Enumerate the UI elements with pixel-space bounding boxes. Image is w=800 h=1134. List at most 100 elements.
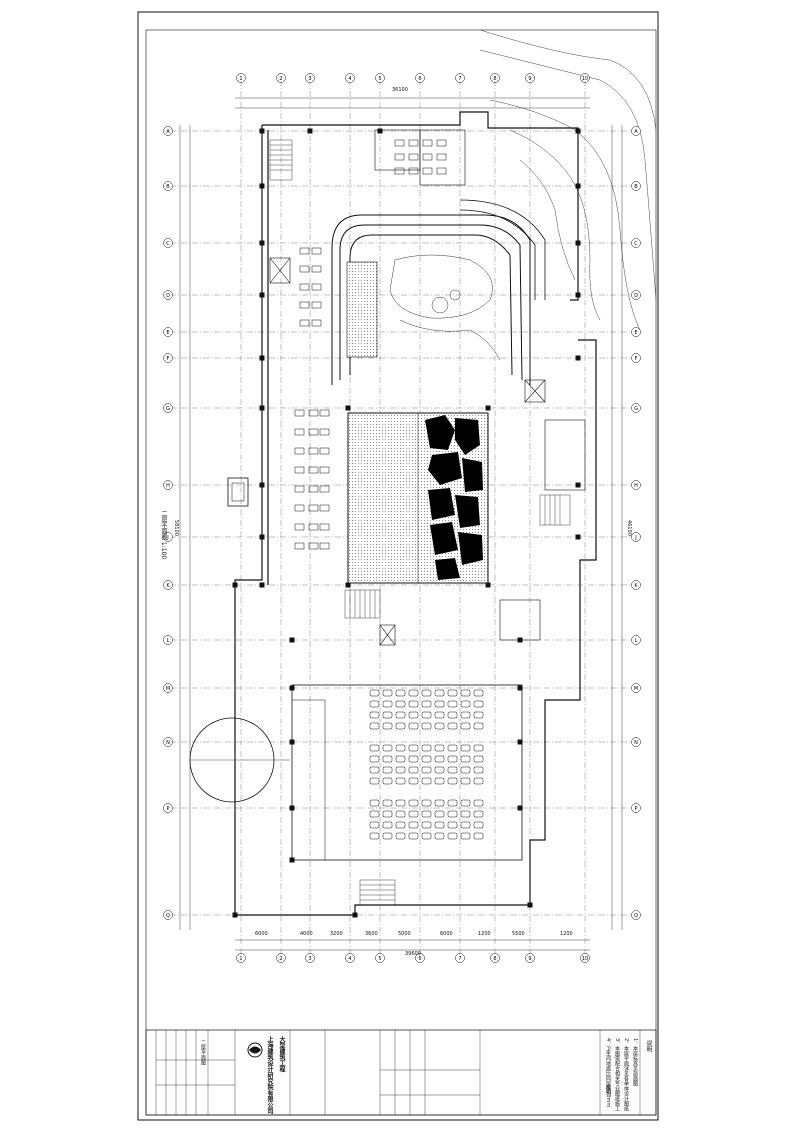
desk <box>319 485 330 493</box>
svg-text:G: G <box>166 406 170 412</box>
seat <box>408 799 419 807</box>
structural-columns <box>232 128 581 918</box>
axis-bubble-left-J: J <box>163 532 173 542</box>
seat <box>408 689 419 697</box>
svg-text:E: E <box>166 330 169 336</box>
column-post <box>289 685 295 691</box>
axis-bubble-left-G: G <box>163 403 173 413</box>
desk <box>436 139 447 147</box>
seat <box>382 755 393 763</box>
axis-bubble-top-5: 5 <box>375 73 385 83</box>
seat <box>434 821 445 829</box>
axis-bubble-bottom-3: 3 <box>305 953 315 963</box>
seat <box>382 777 393 785</box>
desk <box>422 153 433 161</box>
seat <box>369 689 380 697</box>
drawing-title-text: 二层平面图 <box>160 510 167 540</box>
desk <box>319 409 330 417</box>
dim-top-total: 36100 <box>392 87 408 93</box>
dim-left-total: 58100 <box>173 520 179 536</box>
seat <box>395 766 406 774</box>
column-post <box>345 582 351 588</box>
title-block-grid <box>155 1030 641 1115</box>
axis-bubble-bottom-2: 2 <box>276 953 286 963</box>
axis-bubble-right-N: N <box>631 737 641 747</box>
building-walls <box>234 111 597 916</box>
seat <box>460 722 471 730</box>
svg-text:A: A <box>634 129 638 135</box>
seat <box>382 766 393 774</box>
desk <box>311 301 322 309</box>
desk <box>319 466 330 474</box>
svg-text:L: L <box>167 638 170 644</box>
desk <box>422 139 433 147</box>
svg-text:7: 7 <box>458 76 461 82</box>
desk <box>319 428 330 436</box>
seat <box>382 810 393 818</box>
column-post <box>259 240 265 246</box>
column-post <box>527 902 533 908</box>
svg-text:2: 2 <box>279 76 282 82</box>
svg-text:F: F <box>167 356 170 362</box>
seat <box>408 821 419 829</box>
svg-text:1: 1 <box>239 956 242 962</box>
pool-area <box>346 261 378 358</box>
seat <box>473 700 484 708</box>
column-post <box>289 637 295 643</box>
svg-text:6: 6 <box>418 956 421 962</box>
column-post <box>259 355 265 361</box>
svg-text:Q: Q <box>634 913 638 919</box>
seat <box>473 689 484 697</box>
svg-text:8: 8 <box>493 76 496 82</box>
svg-text:9: 9 <box>528 956 531 962</box>
seat <box>434 689 445 697</box>
column-post <box>575 240 581 246</box>
sheet-border-outer <box>137 11 659 1121</box>
desk <box>308 428 319 436</box>
axis-bubble-bottom-10: 10 <box>580 953 590 963</box>
legend-label: 图例 <box>605 1085 611 1095</box>
desk <box>308 485 319 493</box>
desk <box>308 447 319 455</box>
column-post <box>575 183 581 189</box>
column-post <box>259 482 265 488</box>
svg-text:10: 10 <box>582 956 588 962</box>
seat <box>421 777 432 785</box>
axis-bubble-left-E: E <box>163 327 173 337</box>
column-post <box>289 805 295 811</box>
svg-text:N: N <box>634 740 638 746</box>
seat <box>395 821 406 829</box>
seat <box>382 722 393 730</box>
axis-bubble-left-H: H <box>163 480 173 490</box>
axis-bubble-left-F: F <box>163 353 173 363</box>
svg-text:K: K <box>166 583 170 589</box>
seat <box>473 744 484 752</box>
site-contours <box>479 29 657 331</box>
seat <box>369 711 380 719</box>
desk <box>308 523 319 531</box>
seat <box>395 777 406 785</box>
desk <box>299 319 310 327</box>
svg-text:4: 4 <box>348 76 351 82</box>
axis-bubble-right-B: B <box>631 181 641 191</box>
column-post <box>307 128 313 134</box>
seat <box>421 799 432 807</box>
desk <box>422 167 433 175</box>
column-post <box>259 128 265 134</box>
sheet-label: 二层平面图 <box>200 1040 206 1065</box>
seat <box>447 755 458 763</box>
seat <box>369 766 380 774</box>
desk <box>394 139 405 147</box>
desk <box>299 283 310 291</box>
svg-text:A: A <box>166 129 170 135</box>
axis-bubble-right-H: H <box>631 480 641 490</box>
svg-text:M: M <box>634 686 638 692</box>
column-post <box>575 292 581 298</box>
seat <box>395 711 406 719</box>
column-post <box>575 128 581 134</box>
svg-text:J: J <box>634 535 636 541</box>
seat <box>369 777 380 785</box>
column-post <box>289 857 295 863</box>
seat <box>369 821 380 829</box>
dim-bottom-seg: 6000 <box>255 931 268 937</box>
